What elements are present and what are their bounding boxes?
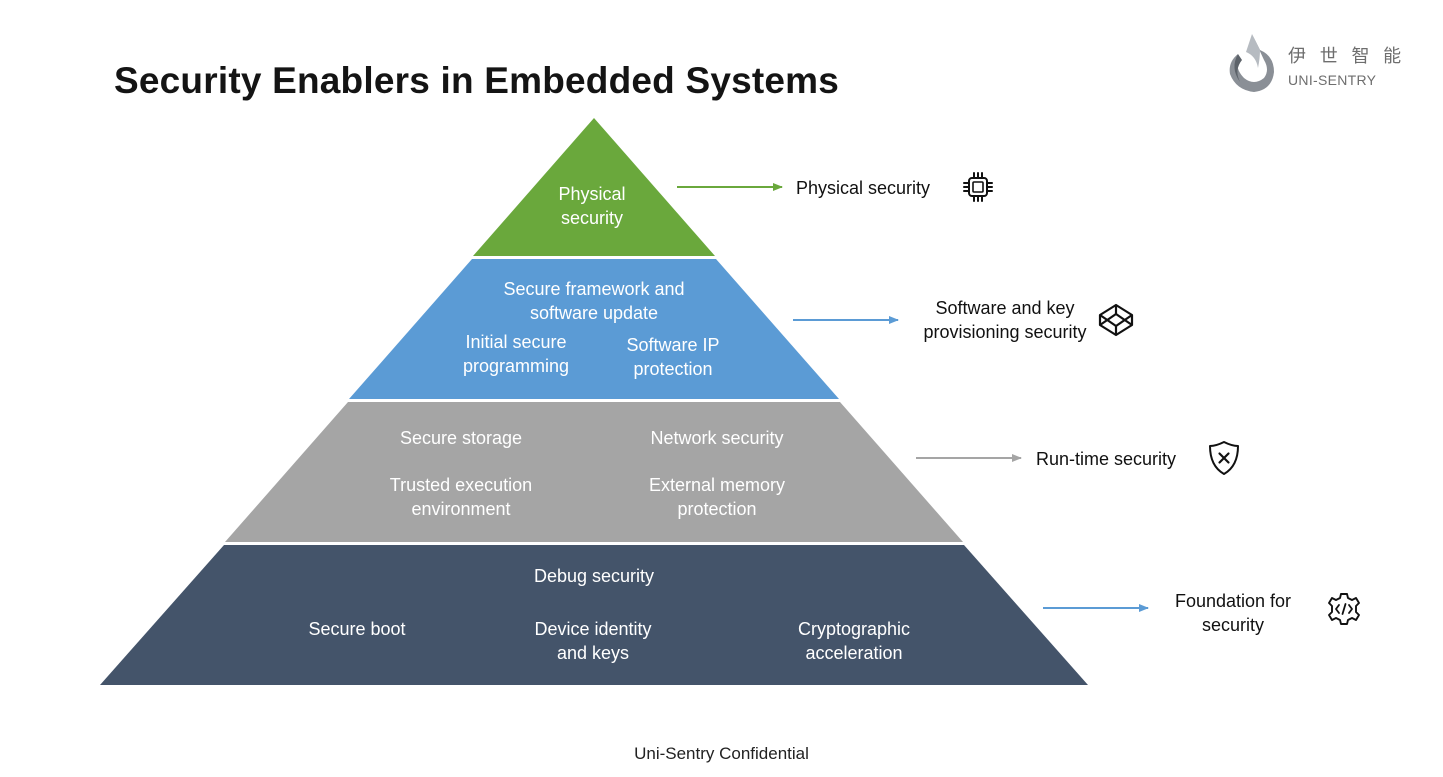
side-label-runtime: Run-time security xyxy=(1036,449,1177,469)
debug-security-label: Debug security xyxy=(533,566,655,586)
side-label-software: Software and key provisioning security xyxy=(923,298,1087,342)
secure-boot-label: Secure boot xyxy=(308,619,406,639)
initial-secure-programming-label: Initial secure programming xyxy=(462,332,570,376)
logo-chinese-text: 伊 世 智 能 xyxy=(1288,46,1406,67)
software-ip-protection-label: Software IP protection xyxy=(626,335,720,379)
slide-title: Security Enablers in Embedded Systems xyxy=(114,60,840,101)
gear-code-icon xyxy=(1328,593,1360,625)
cryptographic-acceleration-label: Cryptographic acceleration xyxy=(797,619,911,663)
side-label-physical: Physical security xyxy=(796,178,931,198)
chip-icon xyxy=(963,172,993,202)
layer-runtime xyxy=(225,402,963,542)
uni-sentry-logo: 伊 世 智 能 UNI-SENTRY xyxy=(1222,28,1402,98)
layer-physical xyxy=(473,118,715,256)
side-label-foundation: Foundation for security xyxy=(1174,591,1292,635)
trusted-execution-environment-label: Trusted execution environment xyxy=(389,475,533,519)
codepen-cube-icon xyxy=(1098,303,1134,337)
external-memory-protection-label: External memory protection xyxy=(648,475,786,519)
layer-foundation xyxy=(100,545,1088,685)
layer-software xyxy=(349,259,839,399)
logo-mark-icon xyxy=(1229,34,1274,92)
device-identity-keys-label: Device identity and keys xyxy=(534,619,652,663)
secure-framework-label: Secure framework and software update xyxy=(503,279,685,323)
logo-english-text: UNI-SENTRY xyxy=(1288,72,1377,88)
confidential-footer: Uni-Sentry Confidential xyxy=(634,744,809,763)
physical-security-label: Physical security xyxy=(558,184,626,228)
shield-x-icon xyxy=(1209,441,1239,475)
secure-storage-label: Secure storage xyxy=(399,428,523,448)
network-security-label: Network security xyxy=(650,428,784,448)
